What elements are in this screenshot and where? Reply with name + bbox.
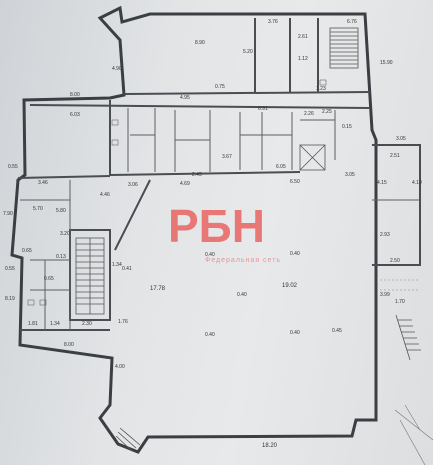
dim-label: 0.55 [5, 266, 15, 272]
dim-label: 0.40 [205, 332, 215, 338]
dim-label: 6.91 [258, 106, 268, 112]
dim-label: 0.40 [205, 252, 215, 258]
dim-label: 18.20 [262, 443, 278, 449]
dim-label: 0.13 [56, 254, 66, 260]
dim-label: 6.50 [290, 179, 300, 185]
dimension-labels: 8.90 3.76 6.76 4.90 8.00 4.95 6.91 0.75 … [3, 19, 422, 449]
dim-label: 3.67 [222, 154, 232, 160]
dim-label: 3.05 [396, 136, 406, 142]
wall-right-column [372, 144, 421, 266]
dim-label: 8.19 [5, 296, 15, 302]
dim-label: 0.40 [290, 330, 300, 336]
staircase-bottom-right [395, 314, 421, 361]
outer-wall [10, 5, 378, 454]
dim-label: 2.51 [390, 153, 400, 159]
dim-label: 4.69 [180, 181, 190, 187]
staircase-left [75, 237, 105, 315]
dim-label: 0.41 [122, 266, 132, 272]
dim-label: 2.25 [322, 109, 332, 115]
dim-label: 8.00 [64, 342, 74, 348]
dim-label: 3.99 [380, 292, 390, 298]
dim-label: 1.12 [298, 56, 308, 62]
dim-label: 6.76 [347, 19, 357, 25]
wall-upper-band [123, 91, 371, 95]
pencil-marks [394, 404, 433, 465]
dim-label: 19.02 [282, 283, 298, 289]
dim-label: 1.34 [50, 321, 60, 327]
dim-label: 17.78 [150, 286, 166, 292]
dim-label: 0.15 [342, 124, 352, 130]
dim-label: 1.81 [28, 321, 38, 327]
entry-steps [115, 427, 141, 452]
dim-label: 7.90 [3, 211, 13, 217]
wall-left-lower [17, 175, 111, 179]
dim-label: 6.05 [276, 164, 286, 170]
wall-diag [114, 179, 151, 251]
dim-label: 1.34 [112, 262, 122, 268]
dim-label: 6.03 [70, 112, 80, 118]
wall-corridor-top [29, 104, 371, 109]
dim-label: 0.75 [215, 84, 225, 90]
dim-label: 0.65 [44, 276, 54, 282]
dim-label: 8.00 [70, 92, 80, 98]
watermark-logo: РБН [168, 200, 265, 252]
wall-corridor-bottom [109, 171, 301, 176]
dim-label: 3.20 [60, 231, 70, 237]
dim-label: 3.76 [268, 19, 278, 25]
dim-label: 1.70 [395, 299, 405, 305]
dim-label: 2.50 [390, 258, 400, 264]
dim-label: 8.90 [195, 40, 205, 46]
dim-label: 2.61 [298, 34, 308, 40]
elevator-shaft [299, 144, 326, 171]
dim-label: 0.40 [290, 251, 300, 257]
dim-label: 4.46 [100, 192, 110, 198]
dim-label: 0.55 [8, 164, 18, 170]
dim-label: 2.30 [82, 321, 92, 327]
dim-label: 1.23 [316, 86, 326, 92]
dim-label: 3.05 [345, 172, 355, 178]
dim-label: 2.26 [304, 111, 314, 117]
dim-label: 1.76 [118, 319, 128, 325]
dim-label: 3.06 [128, 182, 138, 188]
dim-label: 0.45 [332, 328, 342, 334]
dim-label: 4.95 [180, 95, 190, 101]
dim-label: 4.19 [412, 180, 422, 186]
fixtures [27, 79, 327, 306]
dim-label: 5.80 [56, 208, 66, 214]
dim-label: 4.00 [115, 364, 125, 370]
dim-label: 0.40 [237, 292, 247, 298]
dim-label: 2.93 [380, 232, 390, 238]
dim-label: 0.65 [22, 248, 32, 254]
dim-label: 2.45 [192, 172, 202, 178]
dim-label: 5.20 [243, 49, 253, 55]
staircase-top-right [329, 27, 359, 69]
watermark-subtitle: Федеральная сеть [205, 257, 281, 264]
dim-label: 3.46 [38, 180, 48, 186]
dim-label: 4.90 [112, 66, 122, 72]
dim-label: 4.15 [377, 180, 387, 186]
dim-label: 15.90 [380, 60, 393, 66]
dim-label: 5.70 [33, 206, 43, 212]
